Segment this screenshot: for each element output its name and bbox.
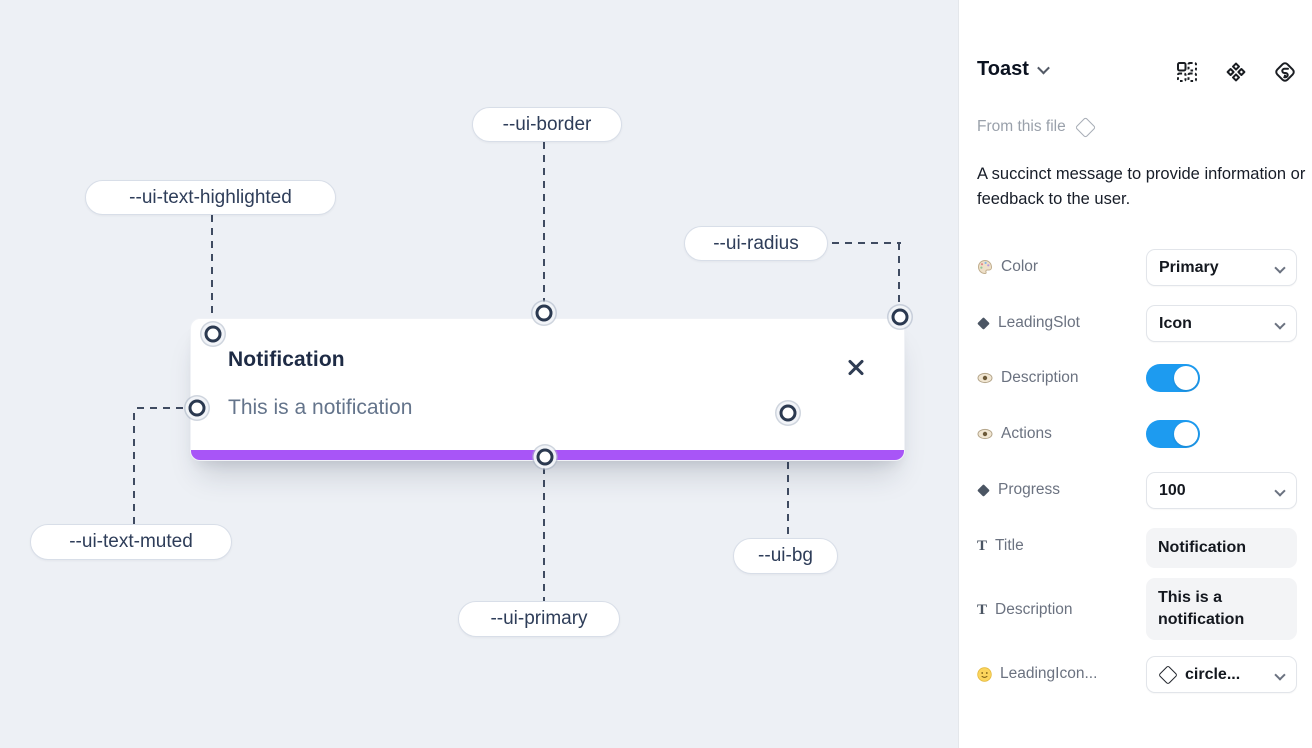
smiley-icon (977, 666, 992, 682)
toast-component[interactable]: Notification This is a notification (190, 318, 905, 461)
chevron-down-icon (1274, 484, 1286, 497)
connector-line-ui-text-highlighted (211, 215, 213, 324)
properties-panel: Toast From this file A succinct message … (958, 0, 1312, 748)
palette-icon (978, 259, 993, 275)
prop-label-title: T Title (977, 537, 1024, 554)
eye-icon (977, 428, 993, 440)
diamond-outline-icon (1074, 116, 1096, 138)
text-icon: T (977, 601, 988, 618)
connector-dot-ui-text-highlighted (204, 325, 222, 343)
diamond-icon (977, 483, 990, 497)
text-icon: T (977, 537, 988, 554)
design-canvas[interactable]: Notification This is a notification --ui… (0, 0, 958, 748)
diamond-outline-icon (1158, 664, 1178, 685)
prop-label-progress: Progress (977, 480, 1060, 500)
leadingicon-select[interactable]: circle... (1146, 656, 1297, 693)
connector-dot-ui-text-muted (188, 399, 206, 417)
var-label-ui-bg[interactable]: --ui-bg (733, 538, 838, 574)
progress-select[interactable]: 100 (1146, 472, 1297, 509)
prop-label-color: Color (977, 257, 1038, 277)
var-label-ui-text-highlighted[interactable]: --ui-text-highlighted (85, 180, 336, 215)
connector-dot-ui-primary (536, 448, 554, 466)
component-description: A succinct message to provide informatio… (977, 165, 1306, 208)
title-field[interactable]: Notification (1146, 528, 1297, 568)
prop-label-description: Description (977, 368, 1079, 388)
var-label-ui-primary[interactable]: --ui-primary (458, 601, 620, 637)
toast-description: This is a notification (228, 396, 413, 419)
prop-label-actions: Actions (977, 424, 1052, 444)
var-label-ui-border[interactable]: --ui-border (472, 107, 622, 142)
connector-line-ui-text-muted-v (133, 413, 135, 524)
logo-diamond-icon[interactable] (1273, 60, 1297, 84)
var-label-ui-text-muted[interactable]: --ui-text-muted (30, 524, 232, 560)
connector-line-ui-border (543, 142, 545, 303)
chevron-down-icon (1274, 261, 1286, 274)
component-name: Toast (977, 58, 1029, 80)
connector-dot-ui-bg (779, 404, 797, 422)
component-name-dropdown[interactable]: Toast (977, 58, 1050, 81)
toast-title: Notification (228, 348, 345, 371)
eye-icon (977, 372, 993, 384)
chevron-down-icon (1036, 61, 1050, 75)
dashed-frame-icon[interactable] (1175, 60, 1199, 84)
leadingslot-select[interactable]: Icon (1146, 305, 1297, 342)
connector-line-ui-primary (543, 467, 545, 601)
prop-label-leadingicon: LeadingIcon... (977, 664, 1097, 684)
prop-label-leadingslot: LeadingSlot (977, 313, 1080, 333)
connector-line-ui-radius-v (898, 243, 900, 307)
chevron-down-icon (1274, 668, 1286, 681)
connector-line-ui-bg (787, 423, 789, 538)
var-label-ui-radius[interactable]: --ui-radius (684, 226, 828, 261)
diamond-icon (977, 316, 990, 330)
actions-toggle[interactable] (1146, 420, 1200, 448)
description-field[interactable]: This is a notification (1146, 578, 1297, 640)
source-row: From this file (977, 116, 1096, 138)
connector-line-ui-text-muted-h (137, 407, 187, 409)
color-select[interactable]: Primary (1146, 249, 1297, 286)
connector-dot-ui-radius (891, 308, 909, 326)
connector-line-ui-radius-h (832, 242, 901, 244)
connector-dot-ui-border (535, 304, 553, 322)
close-icon[interactable] (842, 353, 870, 381)
source-label: From this file (977, 118, 1066, 135)
prop-label-description-text: T Description (977, 601, 1073, 618)
description-toggle[interactable] (1146, 364, 1200, 392)
chevron-down-icon (1274, 317, 1286, 330)
diamonds-component-icon[interactable] (1224, 60, 1248, 84)
